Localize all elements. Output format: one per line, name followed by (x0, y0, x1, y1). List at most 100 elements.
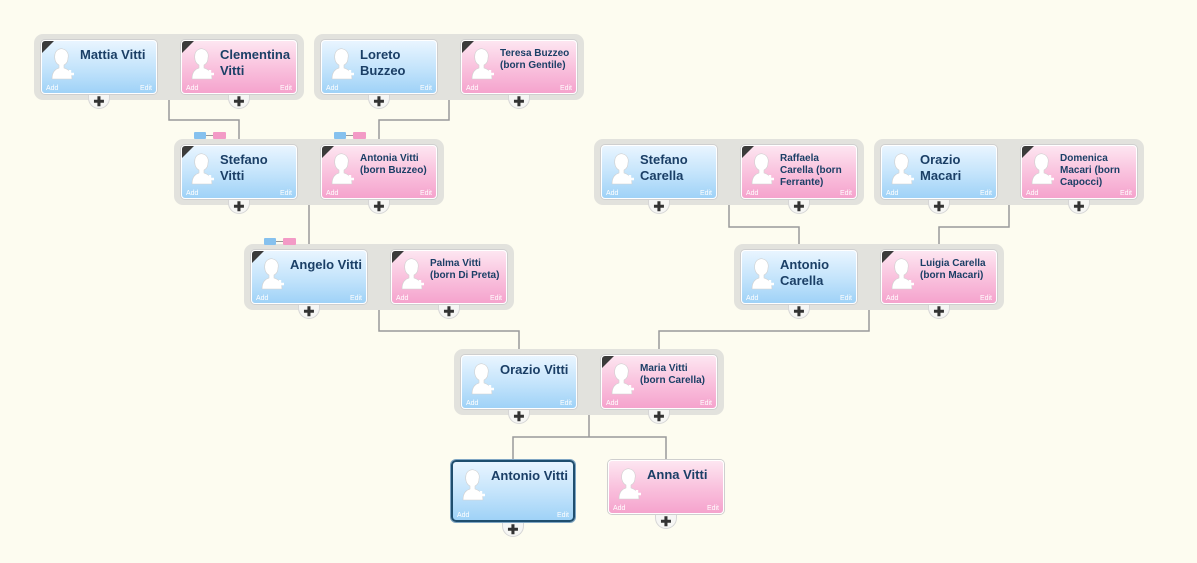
person-silhouette-icon (331, 48, 354, 80)
person-name: Palma Vitti (born Di Preta) (430, 258, 500, 281)
edit-person-link[interactable]: Edit (349, 295, 362, 302)
edit-person-link[interactable]: Edit (839, 295, 852, 302)
expand-plus-button[interactable]: ✚ (438, 304, 460, 319)
add-relative-link[interactable]: Add (466, 85, 479, 92)
person-card-teresa[interactable]: Teresa Buzzeo (born Gentile) Add Edit (461, 40, 577, 94)
person-card-orazio-v[interactable]: Orazio Vitti Add Edit (461, 355, 577, 409)
edit-person-link[interactable]: Edit (279, 190, 292, 197)
person-card-clementina[interactable]: Clementina Vitti Add Edit (181, 40, 297, 94)
expand-plus-button[interactable]: ✚ (648, 409, 670, 424)
plus-icon: ✚ (653, 199, 665, 214)
expand-plus-button[interactable]: ✚ (368, 94, 390, 109)
add-relative-link[interactable]: Add (396, 295, 409, 302)
edit-person-link[interactable]: Edit (706, 505, 719, 512)
person-name: Stefano Vitti (220, 152, 268, 183)
deceased-marker (182, 41, 194, 53)
add-relative-link[interactable]: Add (186, 190, 199, 197)
parents-link-icon[interactable] (194, 132, 226, 139)
expand-plus-button[interactable]: ✚ (648, 199, 670, 214)
person-silhouette-icon (462, 469, 485, 501)
edit-person-link[interactable]: Edit (419, 85, 432, 92)
expand-plus-button[interactable]: ✚ (508, 94, 530, 109)
person-card-angelo[interactable]: Angelo Vitti Add Edit (251, 250, 367, 304)
deceased-marker (252, 251, 264, 263)
plus-icon: ✚ (660, 514, 672, 529)
person-name: Teresa Buzzeo (born Gentile) (500, 48, 570, 71)
add-relative-link[interactable]: Add (46, 85, 59, 92)
person-name: Stefano Carella (640, 152, 688, 183)
expand-plus-button[interactable]: ✚ (88, 94, 110, 109)
add-relative-link[interactable]: Add (613, 505, 626, 512)
person-name: Angelo Vitti (290, 257, 362, 272)
person-card-stefano-v[interactable]: Stefano Vitti Add Edit (181, 145, 297, 199)
person-card-maria[interactable]: Maria Vitti (born Carella) Add Edit (601, 355, 717, 409)
person-card-palma[interactable]: Palma Vitti (born Di Preta) Add Edit (391, 250, 507, 304)
expand-plus-button[interactable]: ✚ (298, 304, 320, 319)
person-silhouette-icon (751, 153, 774, 185)
person-card-domenica[interactable]: Domenica Macari (born Capocci) Add Edit (1021, 145, 1137, 199)
add-relative-link[interactable]: Add (186, 85, 199, 92)
edit-person-link[interactable]: Edit (699, 400, 712, 407)
person-card-mattia[interactable]: Mattia Vitti Add Edit (41, 40, 157, 94)
person-name: Domenica Macari (born Capocci) (1060, 153, 1121, 188)
edit-person-link[interactable]: Edit (979, 190, 992, 197)
person-name: Antonio Vitti (491, 468, 569, 483)
person-card-anna[interactable]: Anna Vitti Add Edit (608, 460, 724, 514)
add-relative-link[interactable]: Add (886, 295, 899, 302)
edit-person-link[interactable]: Edit (556, 512, 569, 519)
person-card-orazio-m[interactable]: Orazio Macari Add Edit (881, 145, 997, 199)
expand-plus-button[interactable]: ✚ (788, 199, 810, 214)
person-name: Antonia Vitti (born Buzzeo) (360, 153, 427, 176)
add-relative-link[interactable]: Add (746, 190, 759, 197)
edit-person-link[interactable]: Edit (419, 190, 432, 197)
add-relative-link[interactable]: Add (606, 400, 619, 407)
expand-plus-button[interactable]: ✚ (655, 514, 677, 529)
person-card-luigia[interactable]: Luigia Carella (born Macari) Add Edit (881, 250, 997, 304)
add-relative-link[interactable]: Add (326, 85, 339, 92)
expand-plus-button[interactable]: ✚ (228, 94, 250, 109)
expand-plus-button[interactable]: ✚ (788, 304, 810, 319)
edit-person-link[interactable]: Edit (979, 295, 992, 302)
edit-person-link[interactable]: Edit (559, 85, 572, 92)
edit-person-link[interactable]: Edit (489, 295, 502, 302)
person-card-raffaela[interactable]: Raffaela Carella (born Ferrante) Add Edi… (741, 145, 857, 199)
plus-icon: ✚ (793, 304, 805, 319)
add-relative-link[interactable]: Add (886, 190, 899, 197)
person-card-antonia[interactable]: Antonia Vitti (born Buzzeo) Add Edit (321, 145, 437, 199)
person-card-antonio-c[interactable]: Antonio Carella Add Edit (741, 250, 857, 304)
person-card-antonio-v[interactable]: Antonio Vitti Add Edit (451, 460, 575, 522)
deceased-marker (182, 146, 194, 158)
add-relative-link[interactable]: Add (606, 190, 619, 197)
deceased-marker (462, 41, 474, 53)
add-relative-link[interactable]: Add (1026, 190, 1039, 197)
expand-plus-button[interactable]: ✚ (928, 304, 950, 319)
person-card-loreto[interactable]: Loreto Buzzeo Add Edit (321, 40, 437, 94)
edit-person-link[interactable]: Edit (279, 85, 292, 92)
parents-link-icon[interactable] (264, 238, 296, 245)
add-relative-link[interactable]: Add (457, 512, 470, 519)
edit-person-link[interactable]: Edit (559, 400, 572, 407)
plus-icon: ✚ (1073, 199, 1085, 214)
add-relative-link[interactable]: Add (256, 295, 269, 302)
expand-plus-button[interactable]: ✚ (368, 199, 390, 214)
person-name: Loreto Buzzeo (360, 47, 406, 78)
expand-plus-button[interactable]: ✚ (228, 199, 250, 214)
edit-person-link[interactable]: Edit (839, 190, 852, 197)
person-card-stefano-c[interactable]: Stefano Carella Add Edit (601, 145, 717, 199)
expand-plus-button[interactable]: ✚ (508, 409, 530, 424)
add-relative-link[interactable]: Add (326, 190, 339, 197)
expand-plus-button[interactable]: ✚ (1068, 199, 1090, 214)
edit-person-link[interactable]: Edit (699, 190, 712, 197)
person-name: Raffaela Carella (born Ferrante) (780, 153, 842, 188)
plus-icon: ✚ (443, 304, 455, 319)
expand-plus-button[interactable]: ✚ (502, 522, 524, 537)
edit-person-link[interactable]: Edit (1119, 190, 1132, 197)
add-relative-link[interactable]: Add (746, 295, 759, 302)
add-relative-link[interactable]: Add (466, 400, 479, 407)
edit-person-link[interactable]: Edit (139, 85, 152, 92)
person-name: Anna Vitti (647, 467, 708, 482)
plus-icon: ✚ (373, 94, 385, 109)
expand-plus-button[interactable]: ✚ (928, 199, 950, 214)
parents-link-icon[interactable] (334, 132, 366, 139)
